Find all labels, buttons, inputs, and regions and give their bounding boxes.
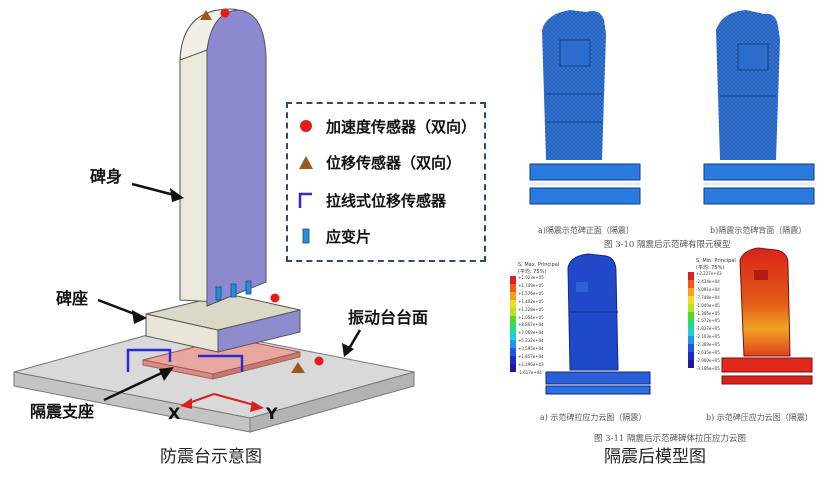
wire-displacement-sensors xyxy=(126,348,244,372)
pointer-arrows xyxy=(97,182,362,402)
cbar-right-tick: -3.166e+05 xyxy=(696,365,720,371)
cbar-right-tick: -2.434e+04 xyxy=(696,278,720,284)
cbar-left-tick: +1.228e+05 xyxy=(518,306,544,312)
cbar-right-tick: -1.040e+05 xyxy=(696,302,720,308)
legend-accelerometer: 加速度传感器（双向） xyxy=(298,114,476,138)
xy-axes xyxy=(180,393,264,412)
cbar-right-tick: -1.306e+05 xyxy=(696,310,720,316)
label-stele-base: 碑座 xyxy=(56,289,89,308)
colorbar-right-title: S, Min. Principal xyxy=(696,258,736,264)
label-shake-table: 振动台台面 xyxy=(348,308,429,327)
colorbar-left-ticks: +1.923e+05 +1.749e+05 +1.576e+05 +1.402e… xyxy=(518,274,544,377)
label-axis-y: Y xyxy=(266,404,278,423)
colorbar-right-ticks: +2.227e+03 -2.434e+04 -5.091e+04 -7.748e… xyxy=(696,270,722,373)
colorbar-right-labels: S, Min. Principal (平均: 75%) xyxy=(696,258,736,271)
base-accelerometer xyxy=(270,293,280,303)
cbar-right-tick: -2.900e+05 xyxy=(696,357,720,363)
cbar-left-tick: +1.402e+05 xyxy=(518,298,544,304)
colorbar-left xyxy=(510,276,516,372)
fem-compression-model xyxy=(721,247,813,385)
stele-body xyxy=(179,8,267,307)
legend-wire-displacement-label: 拉线式位移传感器 xyxy=(326,191,447,210)
colorbar-left-labels: S, Max. Principal (平均: 75%) xyxy=(518,262,559,275)
cbar-right-tick: -1.572e+05 xyxy=(696,318,720,324)
fig310-sub-b: b)隔震示范碑背面（隔震） xyxy=(710,226,807,235)
fem-back-model xyxy=(703,10,815,205)
top-accelerometer xyxy=(220,8,230,18)
legend-wire-displacement: 拉线式位移传感器 xyxy=(298,188,446,212)
schematic-drawing xyxy=(13,8,415,433)
fig311-sub-a: a) 示范碑拉应力云图（隔震） xyxy=(540,413,647,422)
legend-strain-gauge: 应变片 xyxy=(298,224,371,248)
cbar-right-tick: +2.227e+03 xyxy=(696,271,722,276)
cbar-left-tick: +7.069e+04 xyxy=(518,330,544,336)
cbar-right-tick: -2.635e+05 xyxy=(696,350,720,356)
cbar-right-tick: -2.369e+05 xyxy=(696,342,720,348)
triangle-icon xyxy=(299,156,313,169)
label-axis-x: X xyxy=(168,404,181,423)
top-displacement-sensor xyxy=(200,10,212,20)
fem-front-model xyxy=(529,10,641,205)
cbar-left-tick: +1.749e+05 xyxy=(518,282,544,288)
cbar-right-tick: -5.091e+04 xyxy=(696,286,720,292)
cbar-left-tick: +1.857e+04 xyxy=(518,354,544,360)
cbar-left-tick: +8.807e+04 xyxy=(518,322,544,328)
bracket-icon xyxy=(298,192,312,208)
legend-accelerometer-label: 加速度传感器（双向） xyxy=(326,117,477,136)
fig311-sub-b: b) 示范碑压应力云图（隔震） xyxy=(706,413,813,422)
cbar-left-tick: +5.332e+04 xyxy=(518,338,544,344)
cbar-left-tick: +1.054e+05 xyxy=(518,314,544,320)
cbar-left-tick: +1.576e+05 xyxy=(518,290,544,296)
cbar-right-tick: -2.103e+05 xyxy=(696,334,720,340)
colorbar-right-subtitle: (平均: 75%) xyxy=(696,265,725,271)
fem-tension-model xyxy=(545,253,651,395)
fig311-title: 图 3-11 隔震后示范碑碑体拉压应力云图 xyxy=(594,434,747,444)
stele-base-block xyxy=(145,293,301,353)
cbar-right-tick: -7.748e+04 xyxy=(696,294,720,300)
sensor-legend: 加速度传感器（双向） 位移传感器（双向） 拉线式位移传感器 应变片 xyxy=(286,102,486,262)
colorbar-left-subtitle: (平均: 75%) xyxy=(518,269,547,275)
accelerometer-icon xyxy=(300,120,312,132)
strain-gauges xyxy=(215,280,252,301)
fem-model-images xyxy=(510,10,815,395)
cbar-right-tick: -1.837e+05 xyxy=(696,326,720,332)
platform-displacement-sensor xyxy=(291,362,305,373)
label-isolation-bearing: 隔震支座 xyxy=(30,402,95,421)
cbar-left-tick: +3.595e+04 xyxy=(518,346,544,352)
colorbar-right xyxy=(688,272,694,368)
strain-gauge-icon xyxy=(302,228,310,244)
left-caption: 防震台示意图 xyxy=(160,447,262,467)
legend-strain-gauge-label: 应变片 xyxy=(326,227,372,246)
label-stele-body: 碑身 xyxy=(90,167,123,186)
cbar-left-tick: +1.196e+03 xyxy=(518,361,544,367)
cbar-left-tick: -1.617e+04 xyxy=(518,369,542,375)
legend-displacement-label: 位移传感器（双向） xyxy=(326,153,462,172)
right-caption: 隔震后模型图 xyxy=(604,447,706,467)
fig310-sub-a: a)隔震示范碑正面（隔震） xyxy=(538,226,634,235)
fig310-title: 图 3-10 隔震后示范碑有限元模型 xyxy=(604,240,731,250)
cbar-left-tick: +1.923e+05 xyxy=(518,275,544,280)
platform-accelerometer xyxy=(314,356,324,366)
colorbar-left-title: S, Max. Principal xyxy=(518,262,560,268)
legend-displacement: 位移传感器（双向） xyxy=(298,150,461,174)
